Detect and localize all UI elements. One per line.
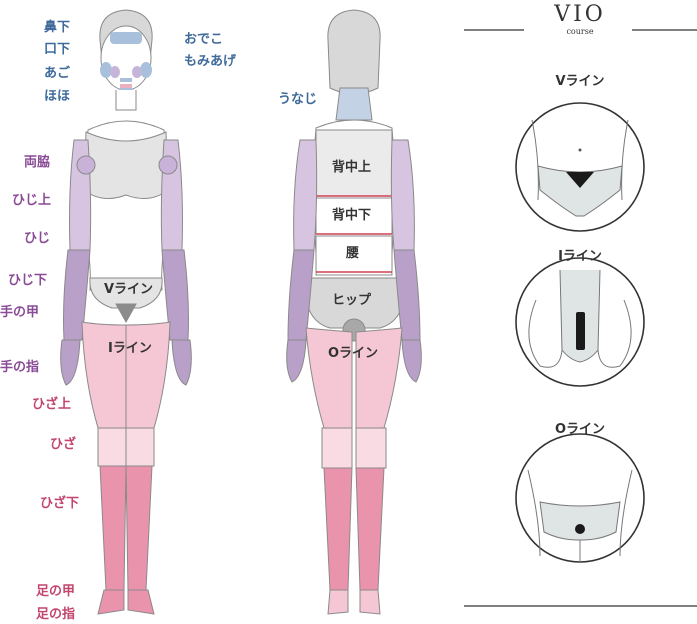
back-forearm-right xyxy=(393,249,421,341)
vio-title: VIO xyxy=(554,2,606,27)
back-knee-left xyxy=(321,427,353,469)
nape-zone xyxy=(335,87,373,121)
label-knee: ひざ xyxy=(50,437,77,452)
cheek-left-zone xyxy=(110,66,120,78)
o-zone-mark xyxy=(575,524,585,534)
label-cheek: ほほ xyxy=(44,89,71,104)
label-nape: うなじ xyxy=(278,92,318,107)
waist-zone xyxy=(315,235,393,273)
label-back-of-hand: 手の甲 xyxy=(0,305,40,320)
label-under-nose: 鼻下 xyxy=(44,20,71,35)
label-forehead: おでこ xyxy=(184,32,224,47)
back-thigh-left xyxy=(305,327,353,429)
label-lower-back: 背中下 xyxy=(332,208,372,223)
cheek-right-zone xyxy=(132,66,142,78)
back-upper-arm-left xyxy=(293,139,318,251)
front-thigh-left xyxy=(81,321,127,429)
back-calf-right xyxy=(355,467,385,591)
armpit-left-zone xyxy=(76,155,96,175)
label-forearm: ひじ下 xyxy=(8,273,48,288)
label-waist: 腰 xyxy=(346,246,360,261)
vio-panel xyxy=(464,29,697,607)
front-hand-left xyxy=(60,339,81,386)
vio-o-line-title: Oライン xyxy=(554,422,606,437)
vio-i-line-title: Iライン xyxy=(558,249,602,264)
front-underwear xyxy=(89,277,163,309)
armpit-right-zone xyxy=(158,155,178,175)
back-hair xyxy=(327,9,381,95)
v-line-circle xyxy=(515,102,645,232)
label-top-of-foot: 足の甲 xyxy=(36,584,76,599)
label-back-o-line: Oライン xyxy=(328,346,379,361)
label-upper-back: 背中上 xyxy=(332,160,372,175)
label-fingers: 手の指 xyxy=(0,360,40,375)
label-under-mouth: 口下 xyxy=(44,42,71,57)
label-front-i-line: Iライン xyxy=(108,341,152,356)
front-forearm-right xyxy=(161,249,189,341)
vio-v-line-title: Vライン xyxy=(555,74,605,89)
back-forearm-left xyxy=(287,249,315,341)
under-mouth-zone xyxy=(120,84,132,89)
back-heel-right xyxy=(359,589,381,615)
label-hip: ヒップ xyxy=(332,293,372,308)
label-armpits: 両脇 xyxy=(24,155,51,170)
under-nose-zone xyxy=(120,78,132,82)
back-hand-left xyxy=(286,339,307,383)
front-foot-left xyxy=(97,589,125,615)
sideburn-left-zone xyxy=(100,62,112,78)
label-below-knee: ひざ下 xyxy=(40,496,80,511)
upper-back-zone xyxy=(315,129,393,197)
back-knee-right xyxy=(355,427,387,469)
back-figure xyxy=(286,9,422,615)
sideburn-right-zone xyxy=(140,62,152,78)
label-above-knee: ひざ上 xyxy=(32,397,72,412)
front-shin-left xyxy=(99,465,127,591)
label-front-v-line: Vライン xyxy=(104,282,154,297)
front-hand-right xyxy=(171,339,192,386)
label-chin: あご xyxy=(44,66,71,81)
v-line-zone xyxy=(115,303,137,324)
back-upper-arm-right xyxy=(390,139,415,251)
front-shin-right xyxy=(125,465,153,591)
front-thigh-right xyxy=(125,321,171,429)
v-zone-mark xyxy=(566,172,594,188)
front-knee-right xyxy=(125,427,155,467)
back-calf-left xyxy=(323,467,353,591)
label-upper-arm: ひじ上 xyxy=(12,193,52,208)
back-heel-left xyxy=(327,589,349,615)
forehead-zone xyxy=(110,32,142,44)
back-thigh-right xyxy=(355,327,403,429)
front-figure xyxy=(60,9,192,615)
vio-subtitle: course xyxy=(566,27,594,36)
i-zone-mark xyxy=(576,312,585,350)
label-elbow: ひじ xyxy=(24,231,51,246)
label-toes: 足の指 xyxy=(36,607,76,622)
front-bra xyxy=(83,131,169,200)
back-hand-right xyxy=(401,339,422,383)
label-sideburns: もみあげ xyxy=(184,54,237,69)
front-forearm-left xyxy=(63,249,91,341)
front-foot-right xyxy=(127,589,155,615)
front-knee-left xyxy=(97,427,127,467)
